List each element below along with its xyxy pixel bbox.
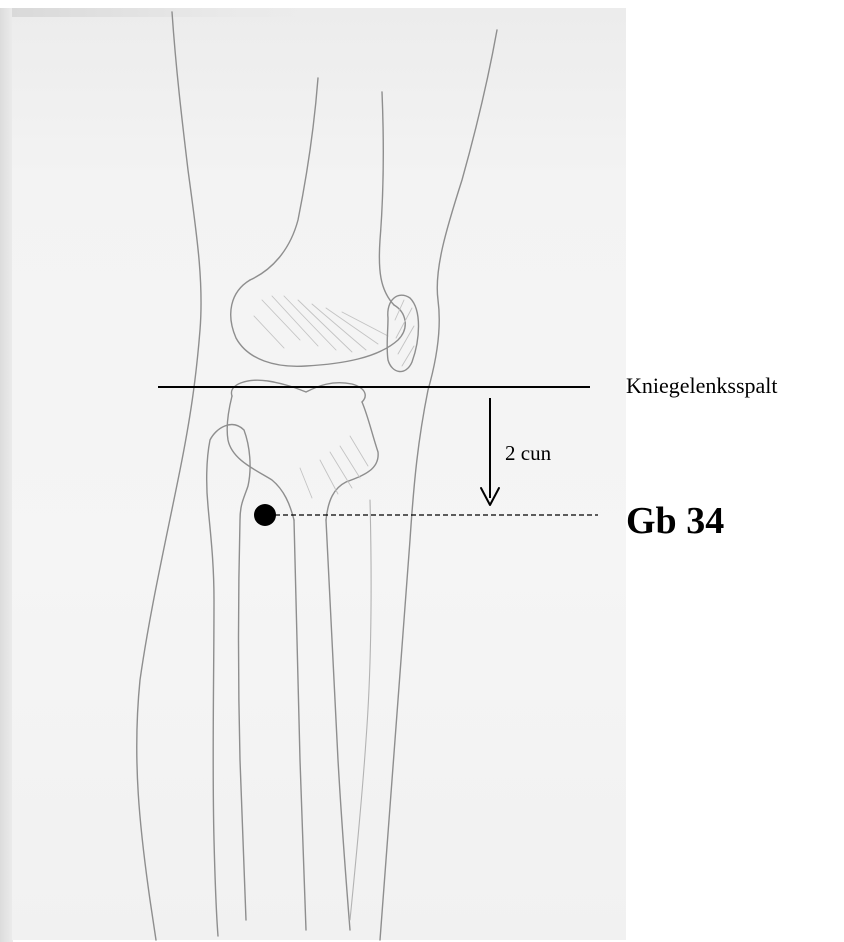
leg-outline-left [137,12,201,940]
femoral-condyle [231,280,406,366]
condyle-hatching [254,296,388,352]
tibial-plateau [231,380,365,402]
distance-label: 2 cun [505,441,551,466]
leg-outline-right [380,30,497,940]
acupoint-marker [254,504,276,526]
femur-shaft-right [379,92,394,305]
fibula [207,425,250,936]
tibia-head-hatching [300,436,368,498]
tibia-shaft [294,520,350,930]
acupoint-label: Gb 34 [626,499,724,543]
femur-shaft-left [250,78,318,280]
knee-joint-line-label: Kniegelenksspalt [626,373,778,399]
shin-line [350,500,371,920]
patella-hatching [395,300,414,366]
